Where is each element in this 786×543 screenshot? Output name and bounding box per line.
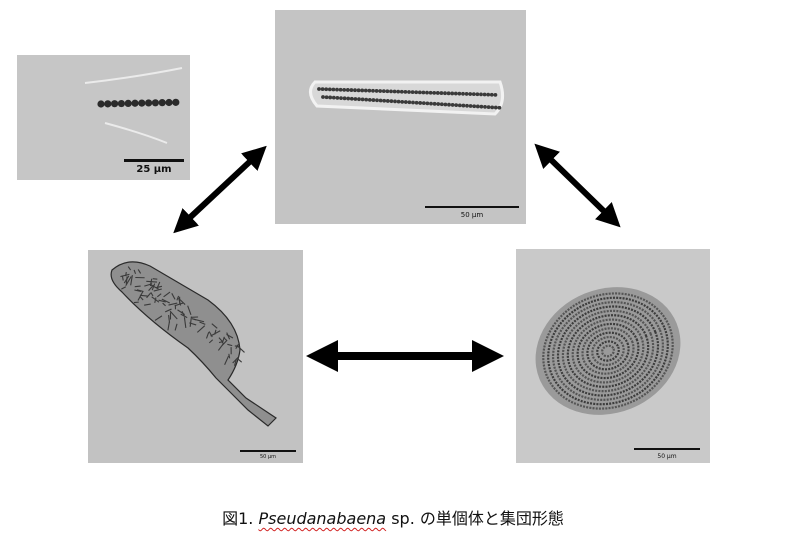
figure-caption: 図1. Pseudanabaena sp. の単個体と集団形態	[0, 505, 786, 529]
scale-bar	[634, 448, 700, 450]
micrograph-sheathed-filaments: 50 µm	[275, 10, 526, 224]
single-filament-image	[84, 67, 183, 144]
micrograph-elongated-aggregate: 50 µm	[88, 250, 303, 463]
caption-prefix: 図1.	[222, 509, 259, 528]
arrow-right-diagonal	[534, 143, 621, 228]
micrograph-coiled-colony: 50 µm	[516, 249, 710, 463]
scale-bar-label: 50 µm	[259, 454, 276, 460]
coiled-colony-image	[535, 287, 681, 415]
caption-species-name: Pseudanabaena	[258, 509, 387, 528]
micrograph-single-filament: 25 µm	[17, 55, 190, 180]
scale-bar	[124, 159, 184, 162]
scale-bar	[425, 206, 519, 208]
scale-bar-label: 50 µm	[657, 453, 677, 460]
scale-bar-label: 50 µm	[460, 211, 484, 219]
scale-bar	[240, 450, 296, 452]
scale-bar-label: 25 µm	[136, 164, 172, 175]
sheathed-filaments-image	[309, 80, 505, 116]
elongated-aggregate-image	[110, 261, 277, 427]
caption-suffix: sp. の単個体と集団形態	[386, 509, 564, 528]
arrow-left-diagonal	[173, 145, 267, 234]
